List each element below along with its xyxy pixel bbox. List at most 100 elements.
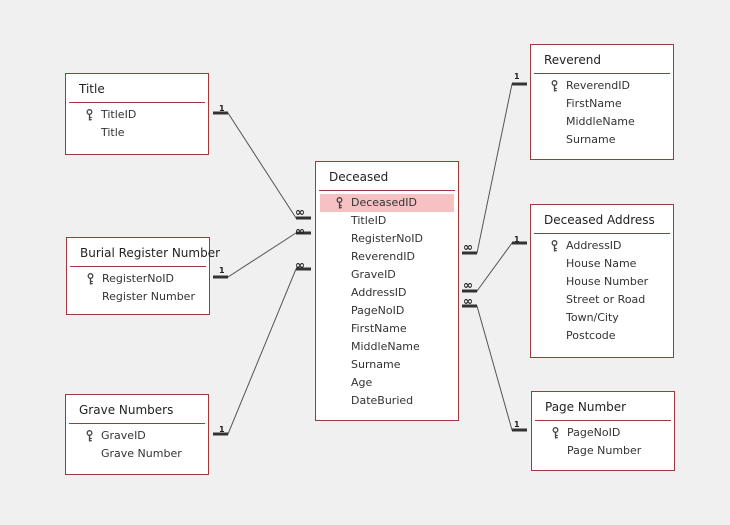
field-name: MiddleName xyxy=(566,115,635,128)
field-name: TitleID xyxy=(351,214,387,227)
primary-key-icon xyxy=(551,80,558,92)
field-row[interactable]: DeceasedID xyxy=(320,194,454,212)
one-side-label: 1 xyxy=(514,235,520,244)
field-row[interactable]: Street or Road xyxy=(531,291,673,309)
field-row[interactable]: TitleID xyxy=(316,212,458,230)
field-row[interactable]: RegisterNoID xyxy=(67,270,209,288)
field-name: RegisterNoID xyxy=(102,272,174,285)
field-row[interactable]: AddressID xyxy=(316,284,458,302)
table-title-header[interactable]: Reverend xyxy=(534,45,670,74)
field-row[interactable]: ReverendID xyxy=(531,77,673,95)
field-name: FirstName xyxy=(351,322,407,335)
field-name: Street or Road xyxy=(566,293,646,306)
field-row[interactable]: Page Number xyxy=(532,442,674,460)
one-side-label: 1 xyxy=(219,425,225,434)
table-deceased[interactable]: Deceased DeceasedID TitleID RegisterNoID Re… xyxy=(315,161,459,421)
relationship-line[interactable] xyxy=(462,83,527,254)
field-name: Grave Number xyxy=(101,447,182,460)
field-name: Surname xyxy=(566,133,616,146)
field-row[interactable]: AddressID xyxy=(531,237,673,255)
table-title-header[interactable]: Title xyxy=(69,74,205,103)
table-title[interactable]: Title TitleID Title xyxy=(65,73,209,155)
field-row[interactable]: GraveID xyxy=(66,427,208,445)
table-title-header[interactable]: Burial Register Number xyxy=(70,238,220,267)
field-row[interactable]: Grave Number xyxy=(66,445,208,463)
table-page-number[interactable]: Page Number PageNoID Page Number xyxy=(531,391,675,471)
field-name: AddressID xyxy=(351,286,407,299)
field-name: ReverendID xyxy=(351,250,415,263)
field-row[interactable]: FirstName xyxy=(531,95,673,113)
field-row[interactable]: GraveID xyxy=(316,266,458,284)
field-list: DeceasedID TitleID RegisterNoID ReverendID G… xyxy=(316,191,458,410)
field-name: Town/City xyxy=(566,311,619,324)
field-name: PageNoID xyxy=(351,304,405,317)
field-name: DeceasedID xyxy=(351,196,417,209)
relationship-line[interactable] xyxy=(213,112,311,219)
field-list: TitleID Title xyxy=(66,103,208,142)
field-row[interactable]: MiddleName xyxy=(531,113,673,131)
field-name: GraveID xyxy=(101,429,146,442)
field-name: House Name xyxy=(566,257,637,270)
field-row[interactable]: Title xyxy=(66,124,208,142)
field-row[interactable]: RegisterNoID xyxy=(316,230,458,248)
field-list: RegisterNoID Register Number xyxy=(67,267,209,306)
field-name: Surname xyxy=(351,358,401,371)
field-row[interactable]: Surname xyxy=(531,131,673,149)
primary-key-icon xyxy=(551,240,558,252)
field-name: House Number xyxy=(566,275,649,288)
field-row[interactable]: Postcode xyxy=(531,327,673,345)
field-row[interactable]: Age xyxy=(316,374,458,392)
table-title-header[interactable]: Page Number xyxy=(535,392,671,421)
one-side-label: 1 xyxy=(219,266,225,275)
field-name: Postcode xyxy=(566,329,616,342)
field-name: Age xyxy=(351,376,373,389)
field-row[interactable]: FirstName xyxy=(316,320,458,338)
relationship-line[interactable] xyxy=(462,305,527,431)
primary-key-icon xyxy=(336,197,343,209)
field-row[interactable]: DateBuried xyxy=(316,392,458,410)
field-name: RegisterNoID xyxy=(351,232,423,245)
field-row[interactable]: Register Number xyxy=(67,288,209,306)
primary-key-icon xyxy=(86,430,93,442)
relationship-line[interactable] xyxy=(213,268,311,435)
many-side-label: ∞ xyxy=(295,205,305,219)
field-name: GraveID xyxy=(351,268,396,281)
table-grave-numbers[interactable]: Grave Numbers GraveID Grave Number xyxy=(65,394,209,475)
field-row[interactable]: Surname xyxy=(316,356,458,374)
field-row[interactable]: Town/City xyxy=(531,309,673,327)
many-side-label: ∞ xyxy=(295,224,305,238)
field-name: Register Number xyxy=(102,290,195,303)
field-name: MiddleName xyxy=(351,340,420,353)
field-row[interactable]: TitleID xyxy=(66,106,208,124)
field-row[interactable]: PageNoID xyxy=(316,302,458,320)
table-title-header[interactable]: Deceased Address xyxy=(534,205,670,234)
primary-key-icon xyxy=(87,273,94,285)
primary-key-icon xyxy=(552,427,559,439)
field-row[interactable]: PageNoID xyxy=(532,424,674,442)
field-row[interactable]: House Name xyxy=(531,255,673,273)
primary-key-icon xyxy=(86,109,93,121)
one-side-label: 1 xyxy=(219,104,225,113)
field-name: TitleID xyxy=(101,108,137,121)
many-side-label: ∞ xyxy=(295,258,305,272)
field-name: Page Number xyxy=(567,444,642,457)
field-name: Title xyxy=(101,126,125,139)
field-name: AddressID xyxy=(566,239,622,252)
field-name: FirstName xyxy=(566,97,622,110)
table-title-header[interactable]: Grave Numbers xyxy=(69,395,205,424)
field-list: GraveID Grave Number xyxy=(66,424,208,463)
field-name: ReverendID xyxy=(566,79,630,92)
table-title-header[interactable]: Deceased xyxy=(319,162,455,191)
field-list: PageNoID Page Number xyxy=(532,421,674,460)
field-row[interactable]: ReverendID xyxy=(316,248,458,266)
field-row[interactable]: MiddleName xyxy=(316,338,458,356)
many-side-label: ∞ xyxy=(463,278,473,292)
many-side-label: ∞ xyxy=(463,294,473,308)
field-row[interactable]: House Number xyxy=(531,273,673,291)
